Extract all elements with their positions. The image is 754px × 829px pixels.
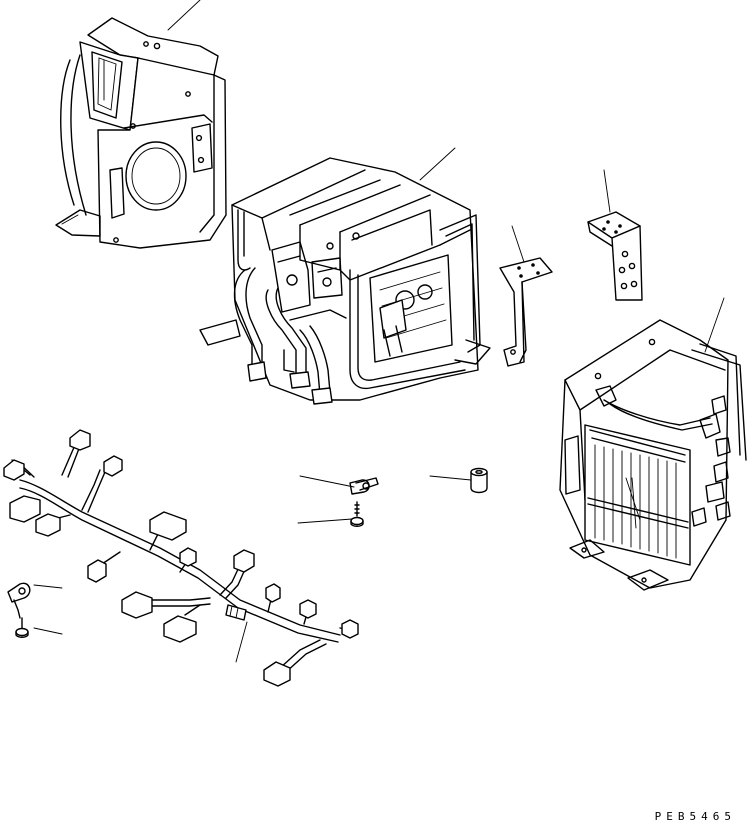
screw-leader-line: [297, 518, 353, 524]
clamp: [349, 477, 379, 495]
heater-core-unit-leader-line: [419, 147, 456, 181]
harness-clamp-leader-line: [33, 584, 63, 589]
heater-core-unit: [199, 157, 491, 405]
bracket-right-leader-line: [603, 169, 611, 213]
harness-bolt: [15, 617, 29, 638]
clamp-leader-line: [299, 475, 355, 488]
spacer: [470, 467, 488, 494]
blower-unit: [55, 17, 227, 249]
harness-clamp: [7, 582, 31, 619]
bracket-left-leader-line: [511, 225, 525, 263]
leader-lines: [33, 0, 725, 663]
bracket-left: [499, 257, 553, 367]
drawing-code: PEB5465: [654, 810, 736, 823]
evaporator-unit-leader-line: [704, 297, 725, 353]
evaporator-unit: [559, 319, 747, 591]
wiring-harness: [3, 429, 359, 687]
blower-unit-leader-line: [167, 0, 201, 31]
screw: [350, 501, 364, 527]
spacer-leader-line: [429, 475, 472, 481]
bracket-right: [587, 211, 643, 301]
harness-bolt-leader-line: [33, 627, 63, 635]
wiring-harness-leader-line: [235, 621, 248, 663]
